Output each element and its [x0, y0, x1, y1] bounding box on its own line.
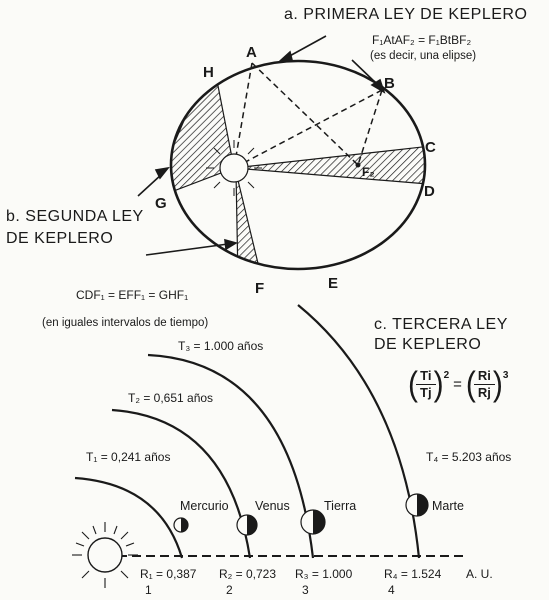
sector-ef	[235, 171, 263, 269]
point-h-label: H	[203, 64, 214, 81]
focal-lines	[233, 62, 383, 169]
focus-f2	[355, 162, 361, 168]
first-law-note: (es decir, una elipse)	[370, 50, 477, 62]
period-denominator: Tj	[420, 385, 432, 400]
period-marte: T₄ = 5.203 años	[426, 450, 512, 464]
formula-equals: =	[453, 376, 462, 393]
period-venus: T₂ = 0,651 años	[128, 391, 214, 405]
point-g-label: G	[155, 195, 167, 212]
first-law-equation: F₁AtAF₂ = F₁BtBF₂	[372, 34, 471, 46]
index-mercurio: 1	[145, 583, 152, 597]
third-law-title-line2: DE KEPLERO	[374, 336, 482, 353]
planet-name-venus: Venus	[255, 499, 290, 513]
planet-name-tierra: Tierra	[324, 499, 357, 513]
radius-tierra: R₃ = 1.000	[295, 567, 353, 581]
second-law-title-line1: b. SEGUNDA LEY	[6, 208, 144, 225]
period-exponent: 2	[443, 370, 450, 381]
second-law-title-line2: DE KEPLERO	[6, 230, 114, 247]
radius-mercurio: R₁ = 0,387	[140, 567, 197, 581]
planet-tierra-icon	[300, 509, 326, 535]
planet-name-marte: Marte	[432, 499, 464, 513]
radius-venus: R₂ = 0,723	[219, 567, 277, 581]
index-venus: 2	[226, 583, 233, 597]
equal-area-sectors	[171, 61, 425, 269]
orbit-mercurio	[74, 476, 184, 559]
index-tierra: 3	[302, 583, 309, 597]
radius-exponent: 3	[502, 370, 509, 381]
orbit-tierra	[147, 353, 315, 559]
point-e-label: E	[328, 275, 339, 292]
second-law-equation: CDF₁ = EFF₁ = GHF₁	[76, 288, 189, 302]
sector-gh	[171, 61, 235, 202]
index-marte: 4	[388, 583, 395, 597]
radius-numerator: Ri	[477, 368, 491, 383]
planet-venus-icon	[236, 514, 258, 536]
sun-icon	[72, 522, 138, 588]
third-law-formula: ( Ti Tj ) 2 = ( Ri Rj ) 3	[408, 364, 509, 403]
pointer-arrows	[137, 35, 386, 256]
third-law-title-line1: c. TERCERA LEY	[374, 316, 508, 333]
point-b-label: B	[384, 75, 395, 92]
eq-equals: =	[418, 33, 426, 47]
point-a-label: A	[246, 44, 257, 61]
period-ratio: ( Ti Tj ) 2	[408, 364, 450, 403]
eq-right: F₁BtBF₂	[428, 33, 472, 47]
planet-mercurio-icon	[173, 517, 189, 533]
sector-cd	[233, 144, 425, 186]
point-c-label: C	[425, 139, 436, 156]
distance-units: A. U.	[466, 567, 493, 581]
eq-left: F₁AtAF₂	[372, 33, 415, 47]
sun-focus-icon	[206, 140, 262, 196]
orbit-venus	[111, 408, 252, 559]
first-law-title: a. PRIMERA LEY DE KEPLERO	[284, 6, 528, 23]
period-mercurio: T₁ = 0,241 años	[86, 450, 171, 464]
radius-denominator: Rj	[477, 385, 491, 400]
period-tierra: T₃ = 1.000 años	[178, 339, 264, 353]
planet-name-mercurio: Mercurio	[180, 499, 229, 513]
elliptical-orbit	[169, 59, 427, 271]
period-numerator: Ti	[420, 368, 432, 383]
focus-f2-label: F₂	[362, 165, 375, 179]
radius-marte: R₄ = 1.524	[384, 567, 442, 581]
radius-ratio: ( Ri Rj ) 3	[465, 364, 509, 403]
point-f-label: F	[255, 280, 265, 297]
planet-marte-icon	[405, 493, 429, 517]
second-law-note: (en iguales intervalos de tiempo)	[42, 317, 209, 329]
point-d-label: D	[424, 183, 435, 200]
